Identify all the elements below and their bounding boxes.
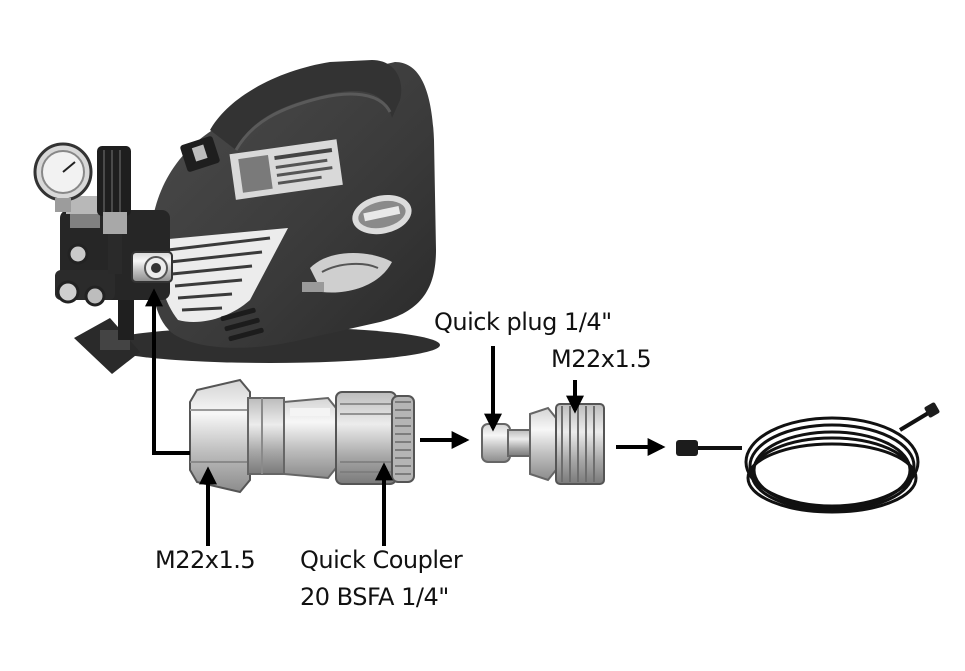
quick-plug bbox=[481, 403, 605, 485]
quick-coupler-assembly bbox=[189, 378, 415, 494]
pressure-washer bbox=[33, 60, 440, 374]
quick-coupler-label-line1: Quick Coupler bbox=[300, 546, 463, 574]
hose-coil bbox=[676, 402, 940, 514]
m22-left-label: M22x1.5 bbox=[155, 546, 256, 574]
quick-plug-label: Quick plug 1/4" bbox=[434, 308, 612, 336]
outlet-to-coupler-arrow bbox=[145, 288, 190, 455]
connection-arrows bbox=[145, 288, 666, 546]
m22-right-label: M22x1.5 bbox=[551, 345, 652, 373]
quick-coupler-label-line2: 20 BSFA 1/4" bbox=[300, 583, 449, 611]
